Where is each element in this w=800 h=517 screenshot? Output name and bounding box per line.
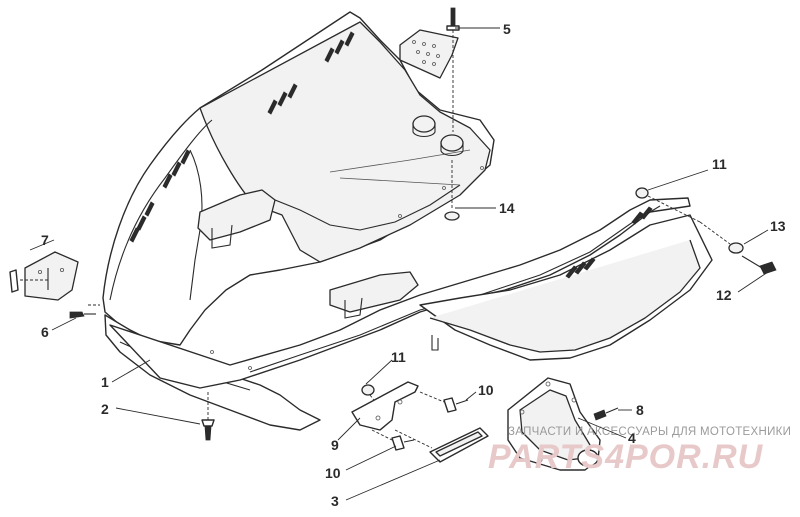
callout-12: 12 [716, 287, 732, 303]
part-11-nut-upper [635, 187, 649, 199]
watermark: ЗАПЧАСТИ И АКСЕССУАРЫ ДЛЯ МОТОТЕХНИКИ PA… [488, 426, 791, 476]
right-fasteners [635, 187, 777, 275]
part-11-nut-lower [361, 384, 375, 396]
front-fender-body [102, 11, 713, 431]
watermark-tagline: ЗАПЧАСТИ И АКСЕССУАРЫ ДЛЯ МОТОТЕХНИКИ [508, 426, 791, 438]
callout-labels: 5 14 11 13 12 7 6 1 2 11 10 9 10 3 4 8 [41, 21, 786, 509]
callout-11-upper: 11 [712, 156, 727, 172]
part-5-bracket-and-bolt [399, 7, 460, 221]
callout-11-lower: 11 [391, 349, 406, 365]
callout-2: 2 [101, 401, 109, 417]
watermark-logo: PARTS4POR.RU [488, 438, 764, 476]
callout-3: 3 [331, 493, 339, 509]
callout-4: 4 [628, 430, 636, 446]
callout-5: 5 [503, 21, 511, 37]
callout-9: 9 [331, 437, 339, 453]
part-4-boot [507, 377, 619, 471]
part-9-bracket [351, 381, 419, 431]
callout-10-lower: 10 [325, 465, 341, 481]
part-7-bracket [9, 251, 100, 319]
callout-10-upper: 10 [478, 382, 494, 398]
lower-bracket-assembly [351, 381, 469, 451]
part-2-pin [201, 392, 215, 441]
part-13-washer [728, 242, 744, 254]
callout-7: 7 [41, 232, 49, 248]
callout-1: 1 [101, 374, 109, 390]
callout-6: 6 [41, 324, 49, 340]
part-3-reflector [394, 427, 489, 463]
part-12-bolt [759, 261, 777, 275]
callout-13: 13 [770, 218, 786, 234]
part-8-screw [593, 409, 607, 421]
vent-slots [129, 31, 355, 243]
callout-8: 8 [636, 402, 644, 418]
callout-14: 14 [499, 200, 515, 216]
callout-leaders [29, 27, 769, 501]
part-14-washer [444, 211, 460, 221]
